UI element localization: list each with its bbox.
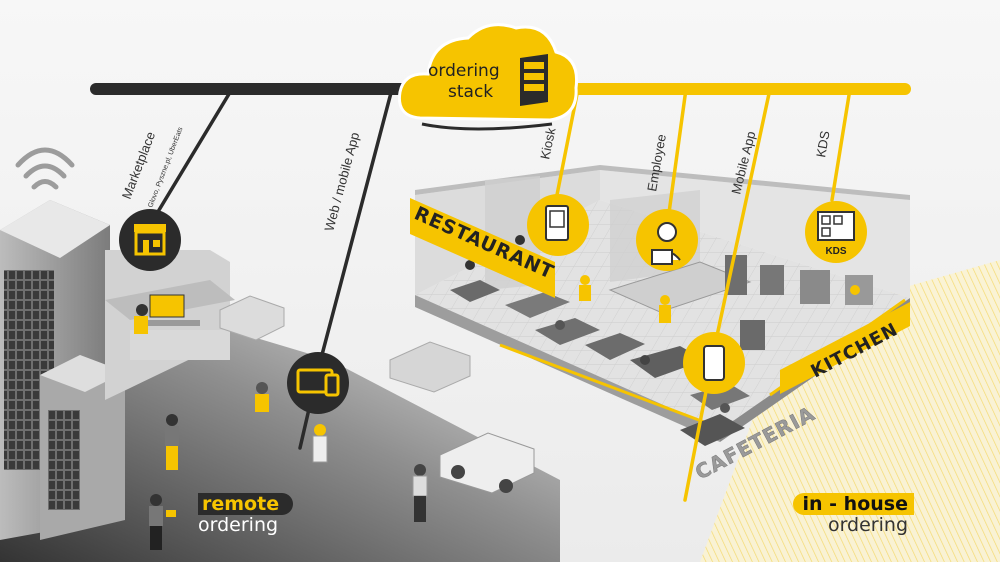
marketplace-icon [119, 209, 181, 271]
city-buildings [0, 200, 235, 540]
kiosk-icon [527, 194, 589, 256]
kds-label: KDS [813, 129, 832, 158]
stack-icon [520, 54, 548, 106]
inhouse-highlight: in - house [792, 493, 914, 515]
remote-highlight: remote [198, 493, 294, 515]
web-mobile-app-icon [287, 352, 349, 414]
car-icon [219, 295, 535, 494]
wifi-icon [15, 147, 75, 190]
brand-line2: stack [448, 82, 493, 102]
marketplace-label: Marketplace [119, 130, 158, 201]
ordering-stack-cloud: ordering stack [397, 23, 579, 131]
connector-lines [148, 87, 852, 502]
inhouse-plain: ordering [827, 514, 908, 536]
web-mobile-app-label: Web / mobile App [321, 131, 362, 233]
mobile-app-icon [683, 332, 745, 394]
remote-desk-scene [134, 294, 200, 334]
remote-ordering-caption: remote ordering [198, 493, 294, 536]
kiosk-label: Kiosk [537, 126, 558, 161]
employee-icon [636, 209, 698, 271]
street-people [149, 382, 428, 550]
brand-line1: ordering [428, 61, 500, 81]
kds-icon-label: KDS [825, 246, 846, 257]
kds-icon: KDS [805, 201, 867, 263]
remote-plain: ordering [198, 514, 279, 536]
yellow-lines-ground [700, 260, 1000, 562]
inhouse-ordering-caption: in - house ordering [792, 493, 914, 536]
